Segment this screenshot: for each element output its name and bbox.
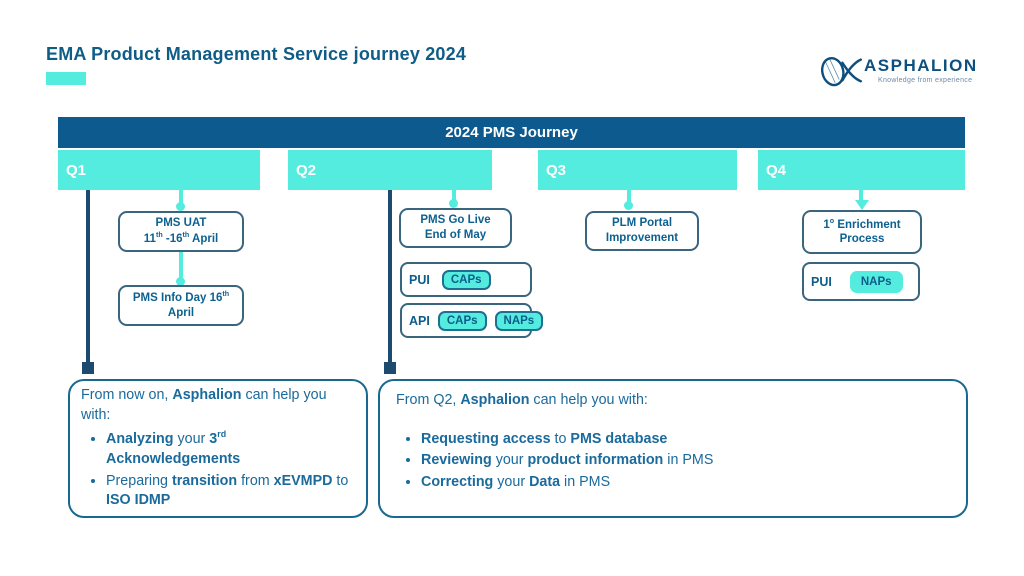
milestone-line: 11th -16th April — [143, 231, 219, 245]
naps-tag: NAPs — [494, 310, 544, 331]
asphalion-logo-icon — [820, 56, 862, 87]
q2-pui-box: PUI CAPs — [400, 262, 532, 297]
panel-intro: From Q2, Asphalion can help you with: — [396, 392, 648, 408]
quarter-segment-q1: Q1 — [58, 150, 260, 190]
milestone-plm-portal: PLM Portal Improvement — [585, 211, 699, 251]
panel-intro: From now on, Asphalion can help you with… — [81, 387, 327, 423]
milestone-enrichment-process: 1o Enrichment Process — [802, 210, 922, 254]
q2-milestone-connector — [452, 190, 456, 204]
q1-milestone-connector-2-dot — [176, 277, 185, 286]
caps-tag: CAPs — [441, 269, 491, 290]
panel-bullet-list: Requesting access to PMS database Review… — [396, 430, 958, 493]
q1-milestone-connector-2 — [179, 251, 183, 282]
quarter-label-q3: Q3 — [546, 161, 567, 179]
milestone-pms-info-day: PMS Info Day 16th April — [118, 285, 244, 326]
quarter-label-q1: Q1 — [66, 161, 87, 179]
quarter-segment-q3: Q3 — [538, 150, 737, 190]
panel-bullet: Analyzing your 3rd Acknowledgements — [106, 428, 358, 469]
title-underline — [46, 72, 86, 85]
q3-milestone-connector — [627, 190, 631, 206]
panel-bullet: Correcting your Data in PMS — [421, 473, 958, 493]
milestone-line: 1o Enrichment — [823, 216, 901, 231]
q1-milestone-connector — [179, 190, 183, 208]
q2-api-box: API CAPs NAPs — [400, 303, 544, 338]
milestone-line: Improvement — [605, 232, 679, 244]
panel-bullet-list: Analyzing your 3rd Acknowledgements Prep… — [81, 428, 358, 511]
milestone-line: Process — [839, 233, 885, 246]
logo-tagline: Knowledge from experience — [878, 76, 973, 84]
q4-milestone-connector — [859, 190, 863, 202]
milestone-line: PMS Info Day 16th — [132, 290, 230, 304]
q3-milestone-connector-dot — [624, 201, 633, 210]
q1-panel-connector-cap — [82, 362, 94, 374]
naps-tag: NAPs — [849, 270, 903, 293]
quarter-label-q2: Q2 — [296, 161, 317, 179]
q1-help-panel: From now on, Asphalion can help you with… — [68, 379, 368, 518]
pui-label: PUI — [409, 272, 430, 287]
pui-label: PUI — [811, 274, 832, 289]
q2-help-panel: From Q2, Asphalion can help you with: Re… — [378, 379, 968, 518]
logo-text-block: ASPHALION Knowledge from experience — [864, 57, 978, 84]
api-label: API — [409, 313, 430, 328]
q4-milestone-connector-arrow — [855, 200, 869, 210]
panel-bullet: Reviewing your product information in PM… — [421, 451, 958, 471]
q2-panel-connector-line — [388, 190, 392, 364]
milestone-line: PMS Go Live — [420, 214, 491, 227]
panel-bullet: Requesting access to PMS database — [421, 430, 958, 450]
milestone-pms-go-live: PMS Go Live End of May — [399, 208, 512, 248]
logo-name: ASPHALION — [864, 55, 978, 75]
milestone-pms-uat: PMS UAT 11th -16th April — [118, 211, 244, 252]
milestone-line: PLM Portal — [611, 217, 673, 230]
quarter-segment-q4: Q4 — [758, 150, 965, 190]
quarter-label-q4: Q4 — [766, 161, 787, 179]
panel-bullet: Preparing transition from xEVMPD to ISO … — [106, 472, 358, 511]
q2-panel-connector-cap — [384, 362, 396, 374]
q4-pui-box: PUI NAPs — [802, 262, 920, 301]
q2-milestone-connector-dot — [449, 199, 458, 208]
caps-tag: CAPs — [437, 310, 487, 331]
timeline-header: 2024 PMS Journey — [58, 117, 965, 148]
q1-milestone-connector-dot — [176, 202, 185, 211]
quarter-segment-q2: Q2 — [288, 150, 492, 190]
page-title: EMA Product Management Service journey 2… — [46, 44, 467, 64]
milestone-line: April — [167, 306, 195, 319]
milestone-line: PMS UAT — [155, 217, 207, 230]
milestone-line: End of May — [424, 229, 487, 241]
q1-panel-connector-line — [86, 190, 90, 364]
asphalion-logo: ASPHALION Knowledge from experience — [816, 50, 978, 90]
